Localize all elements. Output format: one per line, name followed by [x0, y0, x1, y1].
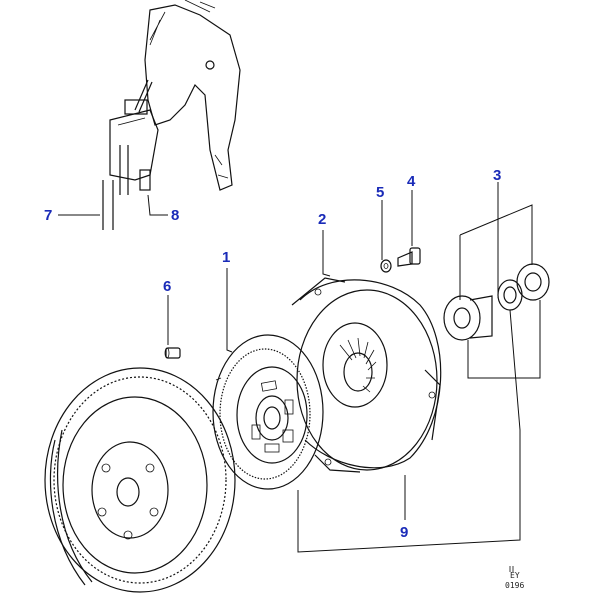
dowel-pin: [164, 347, 181, 359]
callout-8: 8: [171, 207, 179, 224]
bolt: [397, 247, 421, 267]
pressure-plate: [291, 277, 442, 473]
cable-rod: [134, 79, 153, 113]
clutch-disc: [212, 334, 324, 490]
callout-3: 3: [493, 167, 501, 184]
callout-4: 4: [407, 173, 416, 190]
callout-7: 7: [44, 207, 52, 224]
leader-lines: [58, 182, 541, 553]
callout-1: 1: [222, 249, 230, 266]
cable-rod-7: [102, 145, 129, 230]
drawing-code-line2: 0196: [505, 581, 524, 590]
cable-clip-8: [139, 169, 151, 191]
clutch-pedal-lever: [144, 0, 241, 191]
callout-9: 9: [400, 524, 408, 541]
callout-5: 5: [376, 184, 384, 201]
flywheel: [44, 367, 236, 593]
callout-2: 2: [318, 211, 326, 228]
cable-bracket: [109, 99, 159, 181]
washer: [380, 259, 392, 273]
drawing-code-mark: [509, 566, 514, 572]
release-bearing: [443, 263, 550, 341]
drawing-code-line1: EY: [510, 571, 520, 580]
callout-6: 6: [163, 278, 171, 295]
